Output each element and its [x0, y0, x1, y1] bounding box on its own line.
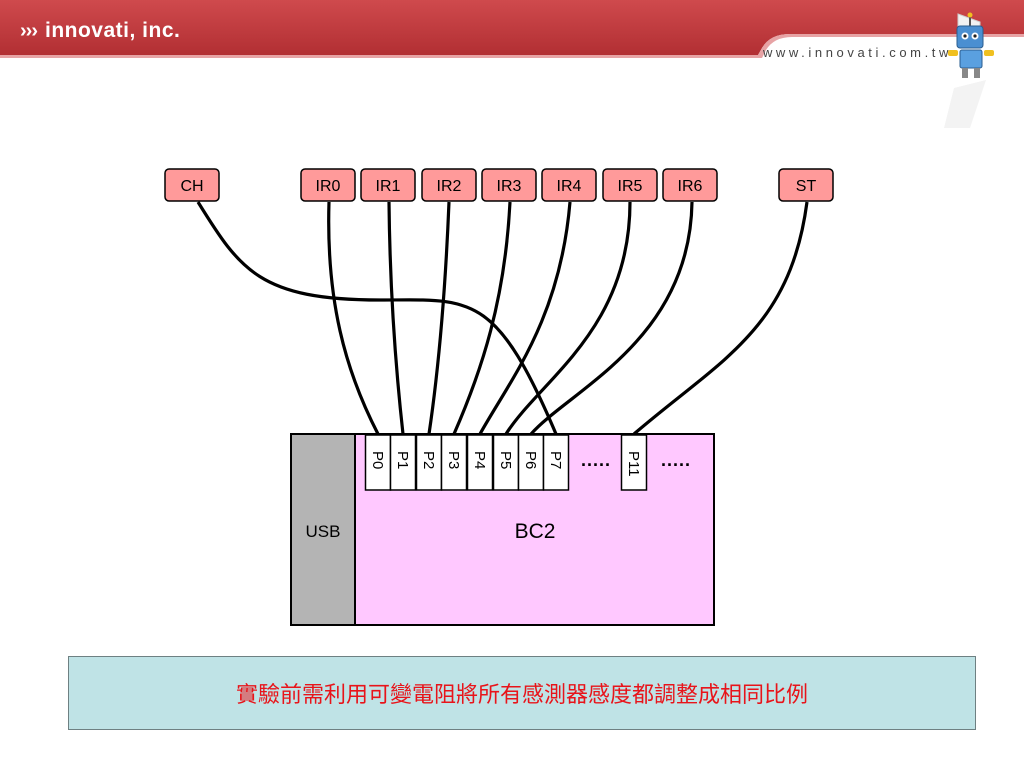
header-band-shape — [0, 0, 1024, 58]
pin-label: P0 — [369, 451, 386, 469]
sensor-ir2: IR2 — [421, 168, 477, 202]
wire-ir4-to-p4 — [478, 201, 572, 435]
wire-ir0-to-p0 — [327, 201, 380, 435]
header-banner: ››› innovati, inc. www.innovati.com.tw — [0, 0, 1024, 128]
pin-ellipsis: ..... — [661, 450, 691, 470]
pin-p11: P11 — [620, 434, 648, 491]
pin-p1: P1 — [389, 434, 417, 491]
pin-label: P3 — [445, 451, 462, 469]
sensor-label: CH — [180, 178, 203, 195]
controller-label: BC2 — [515, 520, 556, 543]
pin-label: P6 — [522, 451, 539, 469]
sensor-label: IR6 — [678, 178, 703, 195]
pin-p6: P6 — [517, 434, 545, 491]
usb-port — [290, 433, 356, 626]
wire-ir6-to-p6 — [529, 201, 694, 436]
wire-ir2-to-p2 — [427, 201, 451, 435]
sensor-label: ST — [796, 178, 817, 195]
bc2-board: USB BC2 P0 P1 P2 P3 P4 P5 P6 P7 P11.......... — [290, 433, 715, 626]
pin-p3: P3 — [440, 434, 468, 491]
robot-mascot-icon — [944, 12, 994, 128]
wire-ir1-to-p1 — [387, 201, 405, 435]
pin-label: P1 — [394, 451, 411, 469]
brand-arrows-icon: ››› — [20, 19, 38, 42]
wire-ch-to-p7 — [196, 201, 558, 435]
usb-label: USB — [306, 522, 341, 541]
sensor-ir4: IR4 — [541, 168, 597, 202]
brand-logo: ››› innovati, inc. — [20, 16, 180, 46]
wire-ir5-to-p5 — [504, 201, 632, 435]
note-box: 實驗前需利用可變電阻將所有感測器感度都調整成相同比例 — [68, 656, 976, 730]
pin-label: P11 — [625, 451, 642, 477]
sensor-ir0: IR0 — [300, 168, 356, 202]
pin-label: P7 — [547, 451, 564, 469]
sensor-label: IR3 — [497, 178, 522, 195]
note-text: 實驗前需利用可變電阻將所有感測器感度都調整成相同比例 — [235, 683, 808, 708]
sensor-ir6: IR6 — [662, 168, 718, 202]
site-url: www.innovati.com.tw — [762, 45, 952, 60]
sensor-label: IR4 — [557, 178, 582, 195]
wire-st-to-p11 — [632, 201, 809, 436]
pin-ellipsis: ..... — [581, 450, 611, 470]
sensor-label: IR0 — [316, 178, 341, 195]
pin-label: P4 — [471, 451, 488, 469]
sensor-ir1: IR1 — [360, 168, 416, 202]
pin-p2: P2 — [415, 434, 443, 491]
pin-p4: P4 — [466, 434, 494, 491]
sensor-st: ST — [778, 168, 834, 202]
pin-p0: P0 — [364, 434, 392, 491]
wires — [196, 201, 809, 436]
pin-p5: P5 — [492, 434, 520, 491]
sensor-label: IR2 — [437, 178, 462, 195]
sensor-boxes: CH IR0 IR1 IR2 IR3 IR4 IR5 IR6 ST — [164, 168, 834, 202]
sensor-ir3: IR3 — [481, 168, 537, 202]
pin-p7: P7 — [542, 434, 570, 491]
sensor-ir5: IR5 — [602, 168, 658, 202]
sensor-ch: CH — [164, 168, 220, 202]
pin-label: P5 — [497, 451, 514, 469]
wiring-diagram: USB BC2 P0 P1 P2 P3 P4 P5 P6 P7 P11.......... CH IR… — [164, 168, 834, 626]
pin-label: P2 — [420, 451, 437, 469]
wire-ir3-to-p3 — [452, 201, 512, 435]
sensor-label: IR1 — [376, 178, 401, 195]
sensor-label: IR5 — [618, 178, 643, 195]
brand-name: innovati, inc. — [44, 19, 181, 42]
